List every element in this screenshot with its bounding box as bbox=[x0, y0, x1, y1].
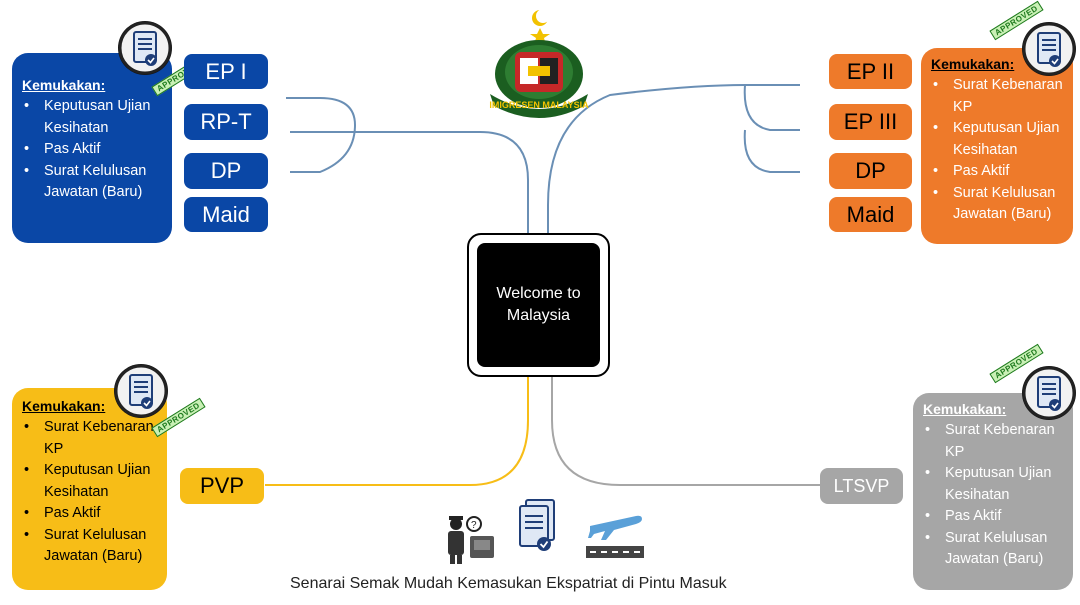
requirement-item: Surat Kelulusan Jawatan (Baru) bbox=[933, 183, 1063, 226]
immigration-officer-icon: ? bbox=[442, 512, 498, 569]
requirement-item: Pas Aktif bbox=[24, 503, 157, 525]
logo-text: IMIGRESEN MALAYSIA bbox=[489, 100, 589, 110]
pass-pill-ep-i[interactable]: EP I bbox=[184, 54, 268, 89]
documents-icon bbox=[516, 498, 562, 561]
requirement-item: Pas Aktif bbox=[933, 161, 1063, 183]
requirement-item: Pas Aktif bbox=[24, 139, 162, 161]
pass-pill-ltsvp[interactable]: LTSVP bbox=[820, 468, 903, 504]
requirement-item: Surat Kebenaran KP bbox=[933, 75, 1063, 118]
requirement-item: Surat Kebenaran KP bbox=[925, 420, 1063, 463]
requirement-item: Surat Kelulusan Jawatan (Baru) bbox=[24, 161, 162, 204]
pass-pill-dp[interactable]: DP bbox=[829, 153, 912, 189]
pass-pill-ep-iii[interactable]: EP III bbox=[829, 104, 912, 140]
requirement-item: Surat Kelulusan Jawatan (Baru) bbox=[925, 528, 1063, 571]
welcome-line-1: Welcome to bbox=[496, 285, 581, 302]
svg-text:?: ? bbox=[471, 520, 477, 531]
requirement-item: Keputusan Ujian Kesihatan bbox=[24, 460, 157, 503]
requirement-item: Surat Kebenaran KP bbox=[24, 417, 157, 460]
pass-pill-maid[interactable]: Maid bbox=[829, 197, 912, 232]
requirement-item: Keputusan Ujian Kesihatan bbox=[933, 118, 1063, 161]
document-checklist-icon bbox=[114, 364, 168, 418]
pass-pill-dp[interactable]: DP bbox=[184, 153, 268, 189]
requirements-panel-bottom-left: Kemukakan: Surat Kebenaran KP Keputusan … bbox=[12, 388, 167, 590]
requirements-list: Keputusan Ujian Kesihatan Pas Aktif Sura… bbox=[22, 96, 162, 204]
welcome-text: Welcome to Malaysia bbox=[477, 243, 600, 367]
requirements-list: Surat Kebenaran KP Keputusan Ujian Kesih… bbox=[923, 420, 1063, 571]
document-checklist-icon bbox=[1022, 22, 1076, 76]
document-checklist-icon bbox=[118, 21, 172, 75]
requirements-heading: Kemukakan: bbox=[931, 56, 1015, 72]
requirement-item: Keputusan Ujian Kesihatan bbox=[925, 463, 1063, 506]
requirements-panel-top-left: Kemukakan: Keputusan Ujian Kesihatan Pas… bbox=[12, 53, 172, 243]
requirement-item: Keputusan Ujian Kesihatan bbox=[24, 96, 162, 139]
requirement-item: Pas Aktif bbox=[925, 506, 1063, 528]
caption: Senarai Semak Mudah Kemasukan Ekspatriat… bbox=[290, 575, 727, 592]
pass-pill-pvp[interactable]: PVP bbox=[180, 468, 264, 504]
document-checklist-icon bbox=[1022, 366, 1076, 420]
requirements-heading: Kemukakan: bbox=[22, 77, 106, 93]
airplane-runway-icon bbox=[584, 504, 646, 565]
requirement-item: Surat Kelulusan Jawatan (Baru) bbox=[24, 525, 157, 568]
requirements-panel-top-right: Kemukakan: Surat Kebenaran KP Keputusan … bbox=[921, 48, 1073, 244]
requirements-heading: Kemukakan: bbox=[22, 398, 106, 414]
pass-pill-rp-t[interactable]: RP-T bbox=[184, 104, 268, 140]
requirements-list: Surat Kebenaran KP Keputusan Ujian Kesih… bbox=[22, 417, 157, 568]
welcome-line-2: Malaysia bbox=[506, 307, 571, 324]
pass-pill-ep-ii[interactable]: EP II bbox=[829, 54, 912, 89]
pass-pill-maid[interactable]: Maid bbox=[184, 197, 268, 232]
requirements-panel-bottom-right: Kemukakan: Surat Kebenaran KP Keputusan … bbox=[913, 393, 1073, 590]
requirements-heading: Kemukakan: bbox=[923, 401, 1007, 417]
requirements-list: Surat Kebenaran KP Keputusan Ujian Kesih… bbox=[931, 75, 1063, 226]
imigresen-malaysia-logo: IMIGRESEN MALAYSIA bbox=[480, 6, 598, 120]
welcome-box: Welcome to Malaysia bbox=[467, 233, 610, 377]
